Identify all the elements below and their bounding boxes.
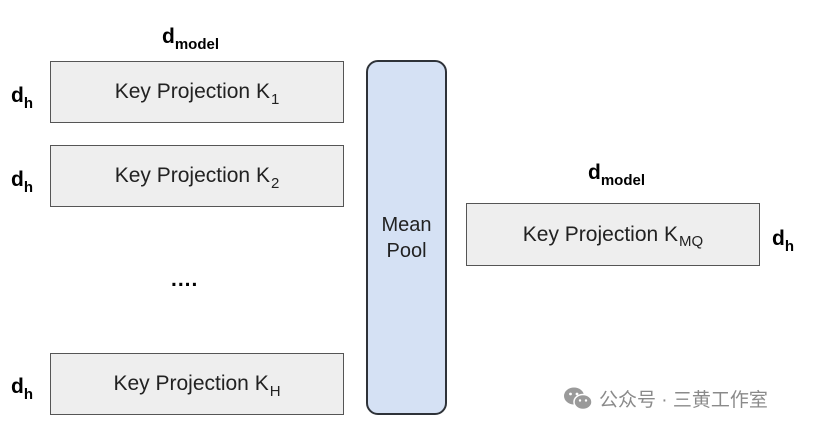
mean-pool-block: Mean Pool — [366, 60, 447, 415]
dh-label-h: dh — [11, 375, 33, 403]
wechat-icon — [564, 387, 593, 410]
watermark-text: 公众号 · 三黄工作室 — [599, 390, 768, 411]
dh-label-mq: dh — [772, 227, 794, 255]
watermark: 公众号 · 三黄工作室 — [563, 385, 768, 412]
dh-label-1: dh — [11, 84, 33, 112]
mean-pool-line2: Pool — [386, 239, 427, 262]
ellipsis: .... — [171, 268, 199, 291]
dh-label-2: dh — [11, 168, 33, 196]
dmodel-label-left: dmodel — [162, 25, 220, 53]
dmodel-label-right: dmodel — [588, 161, 646, 189]
mean-pool-line1: Mean — [381, 213, 432, 236]
